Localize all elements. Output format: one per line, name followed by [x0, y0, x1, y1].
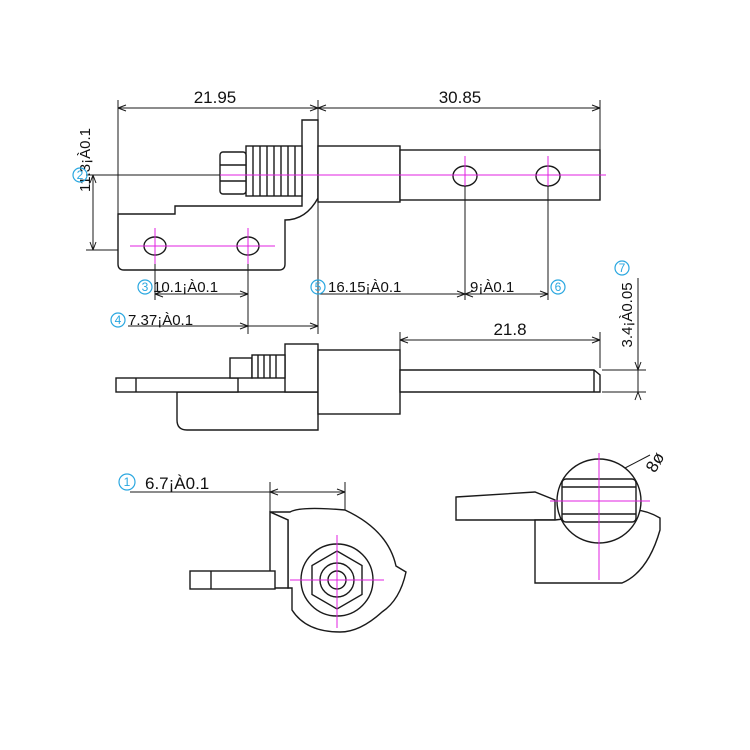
end-view-right: 8ø — [455, 449, 668, 584]
svg-text:3: 3 — [142, 280, 149, 294]
svg-text:7.37¡À0.1: 7.37¡À0.1 — [128, 312, 193, 329]
svg-text:9¡À0.1: 9¡À0.1 — [470, 279, 514, 296]
svg-text:5: 5 — [315, 280, 322, 294]
nut — [219, 151, 247, 195]
svg-text:2: 2 — [77, 168, 84, 182]
dim-7-37: 4 7.37¡À0.1 — [110, 202, 319, 334]
dim-16-15-and-9: 5 16.15¡À0.1 9¡À0.1 6 — [310, 186, 566, 300]
svg-text:6.7¡À0.1: 6.7¡À0.1 — [145, 474, 209, 493]
dim-30-85: 30.85 — [439, 88, 482, 107]
dim-21-95: 21.95 — [194, 88, 237, 107]
dim-21-8: 21.8 — [399, 320, 601, 368]
dim-3-4: 3.4¡À0.05 7 — [602, 260, 646, 401]
dim-10-1: 3 10.1¡À0.1 — [137, 264, 249, 300]
svg-text:10.1¡À0.1: 10.1¡À0.1 — [153, 279, 218, 296]
barrel — [317, 145, 401, 203]
svg-text:21.8: 21.8 — [493, 320, 526, 339]
dim-11-3: 11.3¡À0.1 2 — [72, 128, 220, 251]
svg-text:6: 6 — [555, 280, 562, 294]
svg-text:4: 4 — [115, 313, 122, 327]
svg-text:16.15¡À0.1: 16.15¡À0.1 — [328, 279, 401, 296]
svg-text:8ø: 8ø — [642, 449, 668, 476]
svg-text:1: 1 — [124, 475, 131, 489]
side-view — [115, 343, 601, 431]
svg-text:3.4¡À0.05: 3.4¡À0.05 — [619, 282, 636, 347]
svg-text:7: 7 — [619, 261, 626, 275]
thread-lines — [252, 146, 296, 196]
svg-text:11.3¡À0.1: 11.3¡À0.1 — [77, 128, 94, 192]
top-view — [90, 119, 606, 271]
end-view-left: 1 6.7¡À0.1 — [118, 473, 407, 633]
dim-top-lengths: 21.95 30.85 — [117, 88, 601, 214]
